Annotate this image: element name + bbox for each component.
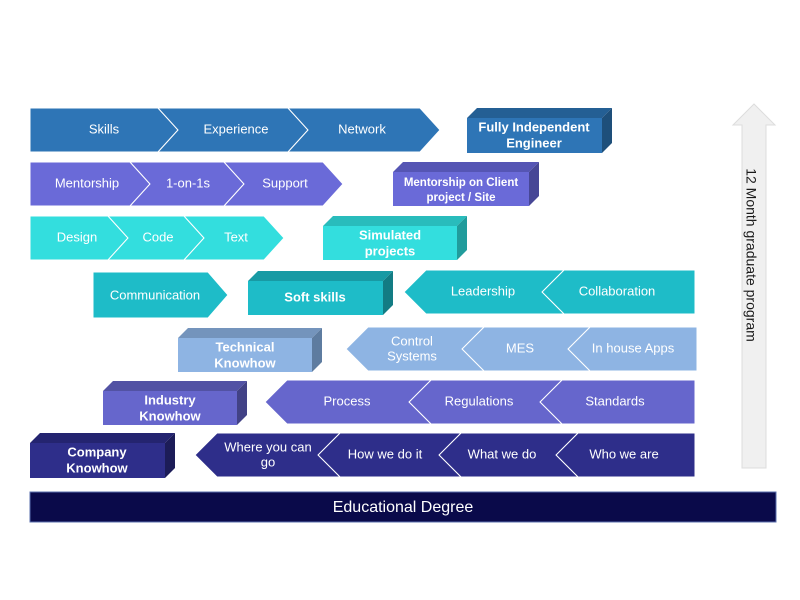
box-fully-independent-engineer: Fully Independent Engineer bbox=[467, 108, 612, 153]
chevron-label: Text bbox=[224, 229, 248, 244]
box-label-line-2: projects bbox=[365, 243, 416, 258]
graduate-program-arrow: 12 Month graduate program bbox=[731, 103, 777, 469]
chevron-label: Regulations bbox=[445, 393, 514, 408]
box-label-line-2: Knowhow bbox=[66, 460, 128, 475]
chevron-standards: Standards bbox=[539, 379, 696, 425]
chevron-label: Leadership bbox=[451, 283, 515, 298]
chevron-network: Network bbox=[286, 107, 441, 153]
chevron-label: Standards bbox=[585, 393, 645, 408]
box-industry-knowhow: Industry Knowhow bbox=[103, 381, 247, 425]
chevron-label: MES bbox=[506, 340, 535, 355]
chevron-label: Mentorship bbox=[55, 175, 119, 190]
box-label-line-1: Fully Independent bbox=[478, 119, 590, 134]
chevron-label: How we do it bbox=[348, 446, 423, 461]
row-4: Communication Soft skills Collaboration … bbox=[92, 269, 696, 319]
chevron-leadership: Leadership bbox=[403, 269, 566, 315]
box-label-line-2: Knowhow bbox=[139, 408, 201, 423]
box-label-line-2: Knowhow bbox=[214, 355, 276, 370]
row-5: Technical Knowhow In house Apps MES Cont… bbox=[178, 326, 698, 372]
box-company-knowhow: Company Knowhow bbox=[30, 433, 175, 478]
box-simulated-projects: Simulated projects bbox=[323, 216, 467, 260]
chevron-who-we-are: Who we are bbox=[555, 432, 696, 478]
row-6: Industry Knowhow Standards Regulations P… bbox=[103, 379, 696, 425]
box-mentorship-on-client-project: Mentorship on Client project / Site bbox=[393, 162, 539, 206]
box-technical-knowhow: Technical Knowhow bbox=[178, 328, 322, 372]
box-label-line-2: Engineer bbox=[506, 135, 562, 150]
box-label-line-2: project / Site bbox=[426, 192, 495, 204]
chevron-communication: Communication bbox=[92, 271, 229, 319]
row-2: Mentorship 1-on-1s Support Mentorship on… bbox=[29, 161, 539, 207]
box-label-line-1: Technical bbox=[215, 339, 274, 354]
chevron-label: Design bbox=[57, 229, 97, 244]
chevron-label: In house Apps bbox=[592, 340, 675, 355]
chevron-where-you-can-go: Where you can go bbox=[194, 432, 342, 478]
chevron-text: Text bbox=[182, 215, 285, 261]
chevron-label: Process bbox=[324, 393, 371, 408]
box-label-line-1: Industry bbox=[144, 392, 196, 407]
row-3: Design Code Text Simulated projects bbox=[29, 215, 467, 261]
chevron-design: Design bbox=[29, 215, 129, 261]
chevron-collaboration: Collaboration bbox=[541, 269, 696, 315]
box-label-line-1: Mentorship on Client bbox=[404, 177, 519, 189]
chevron-mentorship: Mentorship bbox=[29, 161, 151, 207]
box-label: Soft skills bbox=[284, 289, 345, 304]
chevron-label: Collaboration bbox=[579, 283, 656, 298]
chevron-control-systems: Control Systems bbox=[345, 326, 486, 372]
row-1: Skills Experience Network Fully Independ… bbox=[29, 107, 612, 153]
row-7: Company Knowhow Who we are What we do Ho… bbox=[30, 432, 696, 478]
chevron-label: Support bbox=[262, 175, 308, 190]
box-soft-skills: Soft skills bbox=[248, 271, 393, 315]
chevron-label-line-1: Control bbox=[391, 333, 433, 348]
box-label-line-1: Company bbox=[67, 444, 127, 459]
chevron-what-we-do: What we do bbox=[438, 432, 580, 478]
base-bar bbox=[29, 491, 777, 523]
chevron-label-line-2: Systems bbox=[387, 348, 437, 363]
chevron-label: Communication bbox=[110, 287, 200, 302]
chevron-code: Code bbox=[106, 215, 205, 261]
chevron-label: Who we are bbox=[589, 446, 658, 461]
chevron-skills: Skills bbox=[29, 107, 179, 153]
box-label-line-1: Simulated bbox=[359, 227, 421, 242]
upward-arrow-shape bbox=[731, 103, 777, 469]
chevron-label-line-1: Where you can bbox=[224, 439, 311, 454]
chevron-label: Network bbox=[338, 121, 386, 136]
chevron-label: Experience bbox=[203, 121, 268, 136]
chevron-in-house-apps: In house Apps bbox=[567, 326, 698, 372]
chevron-experience: Experience bbox=[156, 107, 309, 153]
chevron-how-we-do-it: How we do it bbox=[317, 432, 463, 478]
chevron-label: Code bbox=[142, 229, 173, 244]
chevron-label: What we do bbox=[468, 446, 537, 461]
chevron-label-line-2: go bbox=[261, 454, 275, 469]
chevron-label: 1-on-1s bbox=[166, 175, 211, 190]
chevron-support: Support bbox=[222, 161, 344, 207]
chevron-regulations: Regulations bbox=[408, 379, 564, 425]
chevron-process: Process bbox=[264, 379, 433, 425]
chevron-label: Skills bbox=[89, 121, 120, 136]
educational-degree-base: Educational Degree bbox=[29, 491, 777, 523]
base-label: Educational Degree bbox=[333, 499, 474, 516]
graduate-program-label: 12 Month graduate program bbox=[743, 168, 759, 342]
